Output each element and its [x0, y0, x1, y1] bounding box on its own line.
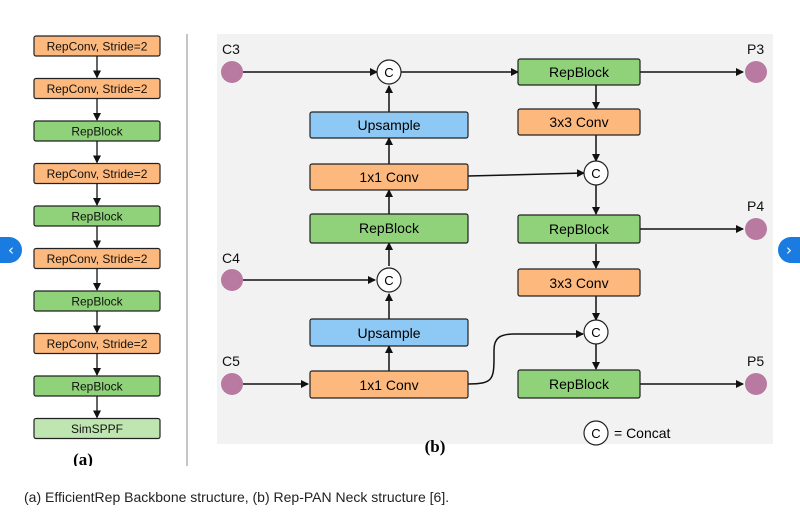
backbone-block-label: RepConv, Stride=2 — [47, 252, 148, 266]
neck-repblock-left: RepBlock — [309, 213, 469, 244]
output-dot-p3 — [745, 61, 767, 83]
output-dot-p5 — [745, 373, 767, 395]
neck-conv3x3-mid: 3x3 Conv — [517, 268, 641, 297]
next-button[interactable]: › — [778, 237, 800, 263]
chevron-right-icon: › — [786, 241, 792, 259]
backbone-block-label: RepConv, Stride=2 — [47, 167, 148, 181]
backbone-block-2: RepConv, Stride=2 — [33, 77, 161, 100]
backbone-block-4: RepConv, Stride=2 — [33, 162, 161, 185]
backbone-block-label: RepBlock — [71, 380, 123, 394]
neck-conv1x1-top: 1x1 Conv — [309, 163, 469, 191]
input-dot-c3 — [221, 61, 243, 83]
output-label-p4: P4 — [747, 198, 764, 214]
neck-repblock-left-label: RepBlock — [359, 220, 420, 236]
neck-upsample-bottom: Upsample — [309, 318, 469, 347]
backbone-block-label: RepBlock — [71, 295, 123, 309]
concat-node-p5-label: C — [591, 325, 600, 340]
concat-node-p4-label: C — [591, 166, 600, 181]
backbone-block-6: RepConv, Stride=2 — [33, 247, 161, 270]
backbone-block-label: RepConv, Stride=2 — [47, 82, 148, 96]
prev-button[interactable]: ‹ — [0, 237, 22, 263]
output-dot-p4 — [745, 218, 767, 240]
backbone-block-8: RepConv, Stride=2 — [33, 332, 161, 355]
input-dot-c4 — [221, 269, 243, 291]
concat-node-p4: C — [583, 160, 609, 186]
concat-legend: C = Concat — [583, 420, 671, 446]
neck-conv1x1-bottom-label: 1x1 Conv — [359, 377, 418, 393]
concat-node-c4-label: C — [384, 273, 393, 288]
neck-conv1x1-bottom: 1x1 Conv — [309, 370, 469, 399]
input-label-c5: C5 — [222, 353, 240, 369]
neck-repblock-p5-label: RepBlock — [549, 376, 610, 392]
backbone-block-10: SimSPPF — [33, 417, 161, 440]
backbone-block-label: RepBlock — [71, 125, 123, 139]
figure-caption: (a) EfficientRep Backbone structure, (b)… — [24, 489, 450, 505]
neck-repblock-top: RepBlock — [517, 58, 641, 86]
neck-conv1x1-top-label: 1x1 Conv — [359, 169, 418, 185]
neck-io-labels: C3 C4 C5 P3 P4 P5 — [222, 41, 764, 369]
legend-concat-symbol — [583, 420, 609, 446]
concat-nodes: C C C C — [376, 59, 609, 345]
concat-node-c4: C — [376, 267, 402, 293]
legend-concat-text: = Concat — [614, 425, 671, 441]
concat-node-c3: C — [376, 59, 402, 85]
neck-repblock-p4-label: RepBlock — [549, 221, 610, 237]
legend-concat-symbol-label: C — [591, 426, 600, 441]
backbone-block-1: RepConv, Stride=2 — [33, 35, 161, 57]
panel-label-b: (b) — [425, 437, 446, 456]
neck-blocks: RepBlock 3x3 Conv RepBlock 3x3 Conv RepB… — [309, 58, 641, 399]
chevron-left-icon: ‹ — [8, 241, 14, 259]
neck-connections — [243, 68, 744, 388]
backbone-block-label: RepBlock — [71, 210, 123, 224]
neck-conv3x3-top: 3x3 Conv — [517, 108, 641, 136]
neck-background — [217, 34, 773, 444]
neck-upsample-top-label: Upsample — [357, 117, 420, 133]
input-dot-c5 — [221, 373, 243, 395]
output-label-p5: P5 — [747, 353, 764, 369]
neck-upsample-top: Upsample — [309, 111, 469, 139]
backbone-block-label: RepConv, Stride=2 — [47, 337, 148, 351]
concat-node-p5: C — [583, 319, 609, 345]
backbone-block-3: RepBlock — [33, 120, 161, 142]
neck-repblock-p5: RepBlock — [517, 369, 641, 399]
output-label-p3: P3 — [747, 41, 764, 57]
neck-conv3x3-mid-label: 3x3 Conv — [549, 275, 608, 291]
neck-io-dots — [221, 61, 767, 395]
backbone-block-label: SimSPPF — [71, 422, 123, 436]
neck-repblock-top-label: RepBlock — [549, 64, 610, 80]
backbone-block-5: RepBlock — [33, 205, 161, 227]
backbone-block-label: RepConv, Stride=2 — [47, 40, 148, 54]
input-label-c3: C3 — [222, 41, 240, 57]
backbone-block-9: RepBlock — [33, 375, 161, 397]
concat-node-c3-label: C — [384, 65, 393, 80]
neck-repblock-p4: RepBlock — [517, 214, 641, 244]
neck-upsample-bottom-label: Upsample — [357, 325, 420, 341]
neck-conv3x3-top-label: 3x3 Conv — [549, 114, 608, 130]
backbone-block-7: RepBlock — [33, 290, 161, 312]
panel-label-a: (a) — [73, 450, 93, 466]
input-label-c4: C4 — [222, 250, 240, 266]
